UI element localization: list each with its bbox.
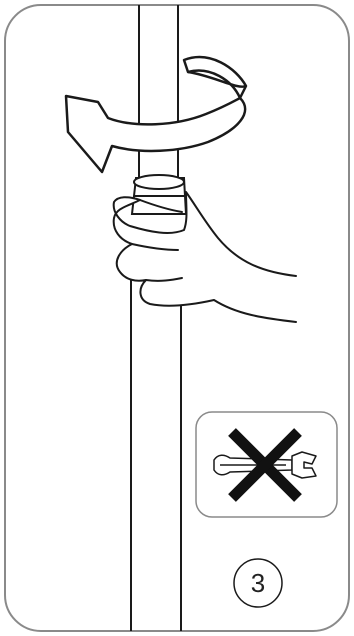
- coupling-nut: [132, 175, 186, 214]
- step-badge: 3: [234, 559, 282, 607]
- no-wrench-icon: [196, 412, 337, 517]
- step-number: 3: [251, 568, 265, 598]
